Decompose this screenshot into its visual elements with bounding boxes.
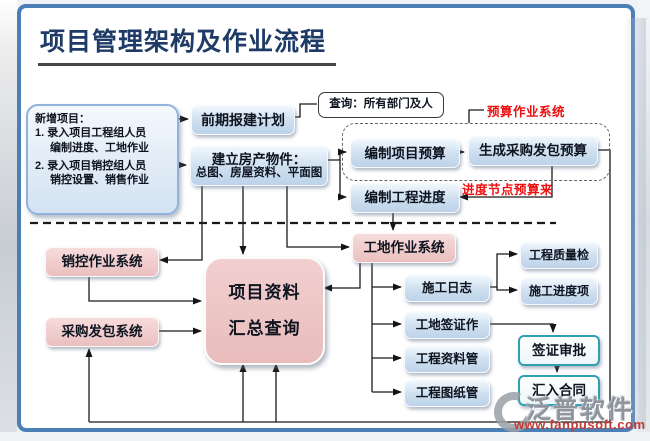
node-construction-log: 施工日志 xyxy=(404,275,490,302)
new-project-item1: 1. 录入项目工程组人员 xyxy=(35,127,147,140)
new-project-item1-cont: 编制进度、工地作业 xyxy=(50,141,149,154)
node-sales-control-system: 销控作业系统 xyxy=(45,247,159,277)
node-build-property-sub: 总图、房屋资料、平面图 xyxy=(195,167,323,180)
node-into-contract: 汇入合同 xyxy=(518,375,600,406)
node-doc-manage: 工程资料管 xyxy=(404,346,490,373)
node-progress-item: 施工进度项 xyxy=(520,278,598,305)
node-query-departments: 查询：所有部门及人 xyxy=(318,92,444,118)
node-compile-schedule: 编制工程进度 xyxy=(350,183,460,213)
background-photo-strip-left xyxy=(0,0,17,441)
node-purchase-system: 采购发包系统 xyxy=(45,317,159,347)
node-visa-approval: 签证审批 xyxy=(518,335,600,366)
watermark: 泛普软件 www.fanpusoft.com xyxy=(487,385,650,439)
node-generate-purchase-budget: 生成采购发包预算 xyxy=(468,136,598,166)
node-project-summary: 项目资料 汇总查询 xyxy=(204,257,325,365)
new-project-heading: 新增项目： xyxy=(35,113,90,125)
node-compile-project-budget: 编制项目预算 xyxy=(350,139,460,168)
project-summary-line2: 汇总查询 xyxy=(228,319,301,338)
project-summary-line1: 项目资料 xyxy=(228,283,301,303)
background-strip-bottom xyxy=(0,432,650,441)
node-drawing-manage: 工程图纸管 xyxy=(404,380,490,407)
node-site-visa: 工地签证作 xyxy=(404,312,490,339)
budget-system-group-outline xyxy=(342,123,610,181)
node-quality-check: 工程质量检 xyxy=(520,242,598,269)
watermark-url: www.fanpusoft.com xyxy=(514,417,646,432)
watermark-brand: 泛普软件 xyxy=(526,396,635,424)
label-schedule-node-budget: 进度节点预算来 xyxy=(462,183,554,197)
slide-frame xyxy=(17,4,646,432)
node-pre-report-plan: 前期报建计划 xyxy=(191,105,295,135)
new-project-item2: 2. 录入项目销控组人员 xyxy=(35,159,147,172)
page-title: 项目管理架构及作业流程 xyxy=(38,22,337,66)
label-budget-system: 预算作业系统 xyxy=(487,105,566,119)
node-site-work-system: 工地作业系统 xyxy=(352,233,456,263)
node-build-property-title: 建立房产物件： xyxy=(211,151,307,167)
new-project-item2-cont: 销控设置、销售作业 xyxy=(50,174,149,187)
node-new-project-info: 新增项目： 1. 录入项目工程组人员 编制进度、工地作业 2. 录入项目销控组人… xyxy=(26,104,179,215)
frame-photo-column xyxy=(624,18,646,428)
